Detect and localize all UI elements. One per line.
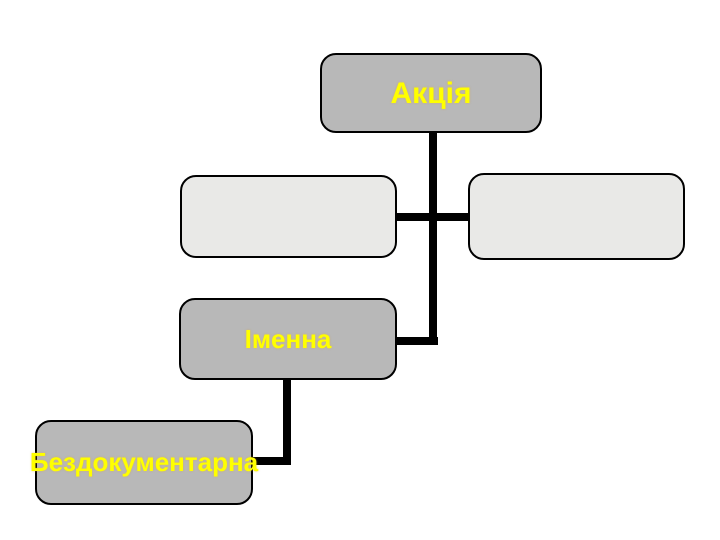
node-imenna: Іменна	[179, 298, 397, 380]
node-bezdokumentarna-label: Бездокументарна	[29, 447, 259, 478]
connector-imenna-stem	[283, 380, 291, 465]
node-imenna-label: Іменна	[244, 323, 332, 354]
node-bezdokumentarna: Бездокументарна	[30, 420, 258, 505]
connector-siblings-bar	[397, 213, 468, 221]
connector-bezdokumentarna-elbow	[253, 457, 291, 465]
connector-imenna-elbow	[397, 337, 438, 345]
connector-root-stem	[429, 133, 437, 345]
node-akciya-label: Акція	[390, 76, 472, 110]
node-akciya: Акція	[320, 53, 542, 133]
node-empty-left	[180, 175, 397, 258]
node-empty-right	[468, 173, 685, 260]
